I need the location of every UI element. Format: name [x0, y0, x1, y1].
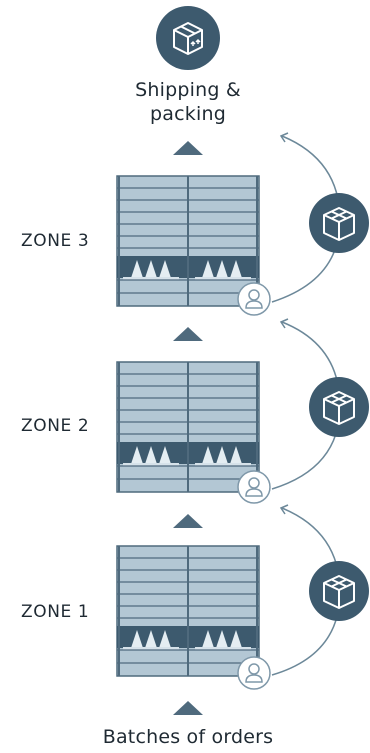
flow-arrow-zone1-to-zone2 — [173, 514, 203, 528]
zone-1-operator-icon — [237, 656, 271, 690]
zone-3-operator-icon — [237, 282, 271, 316]
destination-label-line2: packing — [150, 103, 226, 125]
source-label: Batches of orders — [102, 726, 274, 748]
zone-3-box-icon — [308, 192, 370, 254]
zone-1-rack — [116, 545, 260, 677]
zone-1-handoff-arrowhead — [279, 504, 289, 515]
zone-3-handoff-arrowhead — [279, 132, 289, 143]
zone-2-box-icon — [308, 376, 370, 438]
package-box-icon — [156, 6, 220, 70]
flow-arrow-zone2-to-zone3 — [173, 327, 203, 341]
flow-arrow-from-batches — [173, 701, 203, 715]
zone-3-rack — [116, 175, 260, 307]
zone-1-label: ZONE 1 — [21, 602, 90, 622]
zone-2-handoff-arrowhead — [279, 318, 289, 329]
zone-3-label: ZONE 3 — [21, 231, 90, 251]
zone-2-label: ZONE 2 — [21, 416, 90, 436]
zone-1-box-icon — [308, 560, 370, 622]
zone-2-rack — [116, 361, 260, 493]
destination-label: Shipping & packing — [88, 78, 288, 126]
flow-arrow-to-shipping — [173, 141, 203, 155]
destination-label-line1: Shipping & — [135, 79, 241, 101]
zone-2-operator-icon — [237, 470, 271, 504]
